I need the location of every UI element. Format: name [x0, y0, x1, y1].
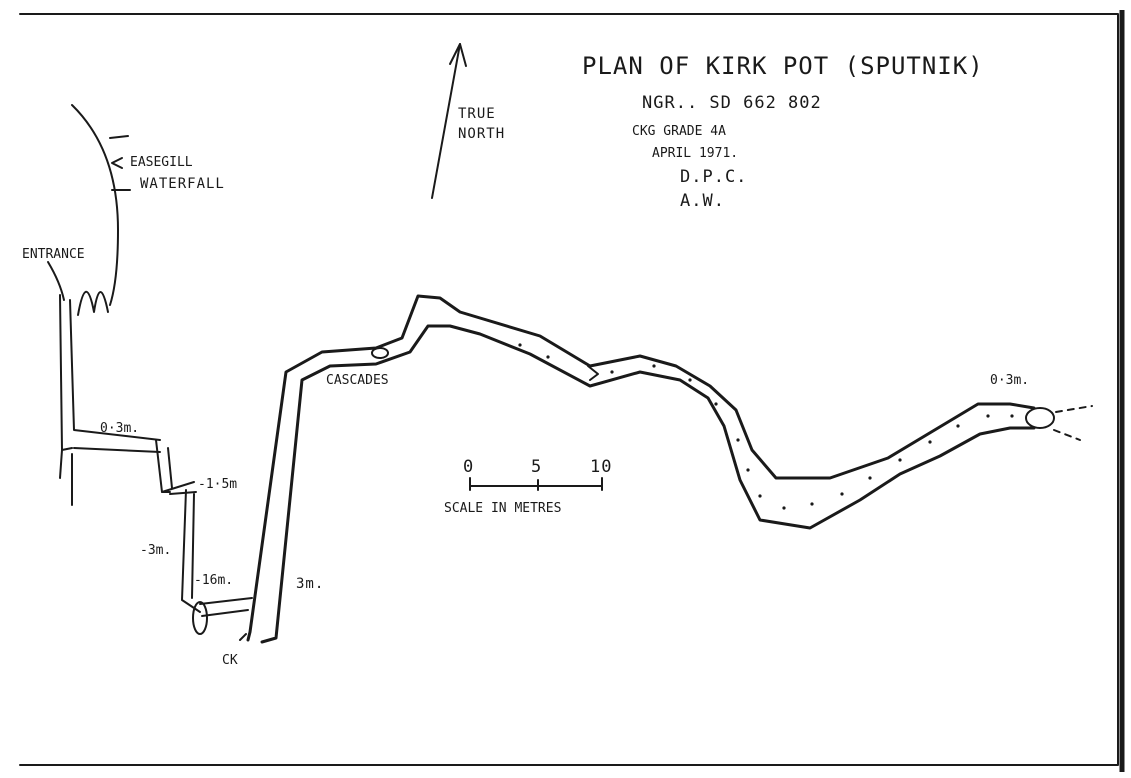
surveyor-1: D.P.C. — [680, 167, 747, 187]
cascades-label: CASCADES — [326, 373, 389, 388]
scale-tick-0: 0 — [463, 457, 474, 477]
scale-bar — [469, 477, 603, 491]
scale-tick-10: 10 — [590, 457, 612, 477]
map-title: PLAN OF KIRK POT (SPUTNIK) — [582, 52, 984, 80]
survey-grade: CKG GRADE 4A — [632, 124, 726, 139]
north-label-line2: NORTH — [458, 126, 505, 142]
north-label-line1: TRUE — [458, 106, 496, 122]
sheet-border — [19, 13, 1119, 766]
streamway-boulders — [518, 343, 1014, 510]
scale-tick-5: 5 — [531, 457, 542, 477]
scale-label: SCALE IN METRES — [444, 501, 561, 516]
waterfall-label-line2: WATERFALL — [140, 176, 225, 192]
grid-reference: NGR.. SD 662 802 — [642, 93, 822, 113]
main-streamway-passage — [239, 294, 1093, 644]
pitch-label-4: -16m. — [194, 573, 233, 588]
pitch-label-1: 0·3m. — [100, 421, 139, 436]
pitch-label-2: -1·5m — [198, 477, 237, 492]
pitch-label-6: 0·3m. — [990, 373, 1029, 388]
entrance-series-passage — [59, 294, 253, 635]
surveyor-2: A.W. — [680, 191, 725, 211]
pitch-label-5: 3m. — [296, 576, 324, 592]
pitch-label-3: -3m. — [140, 543, 171, 558]
waterfall-outline — [71, 104, 131, 306]
north-arrow — [431, 43, 467, 199]
waterfall-label-line1: EASEGILL — [130, 155, 193, 170]
survey-date: APRIL 1971. — [652, 146, 738, 161]
entrance-rift — [77, 290, 109, 316]
entrance-wall — [47, 261, 65, 301]
entrance-label: ENTRANCE — [22, 247, 85, 262]
ck-label: CK — [222, 653, 238, 668]
